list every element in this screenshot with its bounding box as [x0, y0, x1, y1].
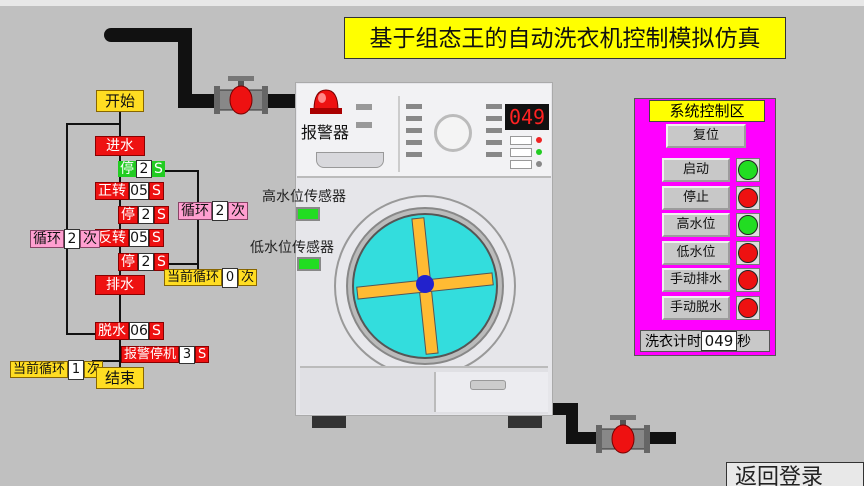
low-water-sensor: [297, 257, 321, 271]
page-title: 基于组态王的自动洗衣机控制模拟仿真: [344, 17, 786, 59]
alarm-label: 报警器: [301, 123, 350, 142]
indicator-dot-green: [536, 149, 542, 155]
low-water-sensor-label: 低水位传感器: [250, 240, 334, 256]
low-water-lamp: [738, 243, 758, 263]
flow-line-inner-bottom: [152, 263, 199, 265]
knob-marks-icon: [406, 104, 502, 157]
machine-foot-right: [508, 416, 542, 428]
high-water-button[interactable]: 高水位: [662, 213, 730, 237]
return-login-button[interactable]: 返回登录: [726, 462, 864, 486]
alarm-light-icon: [310, 89, 342, 114]
stop-button[interactable]: 停止: [662, 186, 730, 210]
inlet-valve[interactable]: [213, 76, 269, 122]
start-lamp: [738, 160, 758, 180]
high-water-lamp: [738, 215, 758, 235]
drum-door: [334, 195, 516, 377]
high-water-sensor: [296, 207, 320, 221]
top-menu-strip: [0, 0, 864, 6]
flow-line-outer-left: [66, 123, 68, 334]
panel-button-2[interactable]: [510, 148, 532, 157]
inlet-pipe-vertical: [178, 28, 192, 108]
wash-timer-value: 049: [701, 331, 737, 351]
program-knob[interactable]: [434, 114, 472, 152]
panel-button-3[interactable]: [510, 160, 532, 169]
flow-end: 结束: [96, 367, 144, 389]
panel-button-1[interactable]: [510, 136, 532, 145]
outlet-valve[interactable]: [595, 415, 651, 461]
flow-line-outer-bottom: [66, 333, 120, 335]
reset-button[interactable]: 复位: [666, 124, 746, 148]
flow-fill: 进水: [95, 136, 145, 156]
indicator-dot-red: [536, 137, 542, 143]
panel-slot-2: [356, 122, 372, 128]
stop-lamp-box: [736, 186, 760, 210]
flow-line-outer-top: [66, 123, 120, 125]
manual-drain-button[interactable]: 手动排水: [662, 268, 730, 292]
digital-display: 049: [505, 104, 549, 130]
manual-spin-button[interactable]: 手动脱水: [662, 296, 730, 320]
indicator-dot-gray: [536, 161, 542, 167]
flow-start: 开始: [96, 90, 144, 112]
manual-drain-lamp-box: [736, 268, 760, 292]
valve-icon: [213, 76, 269, 115]
manual-spin-lamp-box: [736, 296, 760, 320]
manual-spin-lamp: [738, 298, 758, 318]
panel-divider: [398, 96, 400, 172]
valve-icon: [595, 415, 651, 454]
wash-timer-label: 洗衣计时: [645, 334, 701, 350]
low-water-button[interactable]: 低水位: [662, 241, 730, 265]
control-panel-title: 系统控制区: [649, 100, 765, 122]
wash-timer-unit: 秒: [737, 334, 751, 350]
inlet-pipe-horizontal-top: [104, 28, 192, 42]
filter-door: [434, 372, 548, 412]
machine-foot-left: [312, 416, 346, 428]
high-water-lamp-box: [736, 213, 760, 237]
panel-slot-1: [356, 104, 372, 110]
low-water-lamp-box: [736, 241, 760, 265]
manual-drain-lamp: [738, 270, 758, 290]
flow-line-current-outer: [92, 360, 120, 362]
stop-lamp: [738, 188, 758, 208]
filter-handle: [470, 380, 506, 390]
flow-line-inner-top: [152, 170, 199, 172]
detergent-drawer: [316, 152, 384, 168]
start-button[interactable]: 启动: [662, 158, 730, 182]
flow-drain: 排水: [95, 275, 145, 295]
high-water-sensor-label: 高水位传感器: [262, 189, 346, 205]
start-lamp-box: [736, 158, 760, 182]
